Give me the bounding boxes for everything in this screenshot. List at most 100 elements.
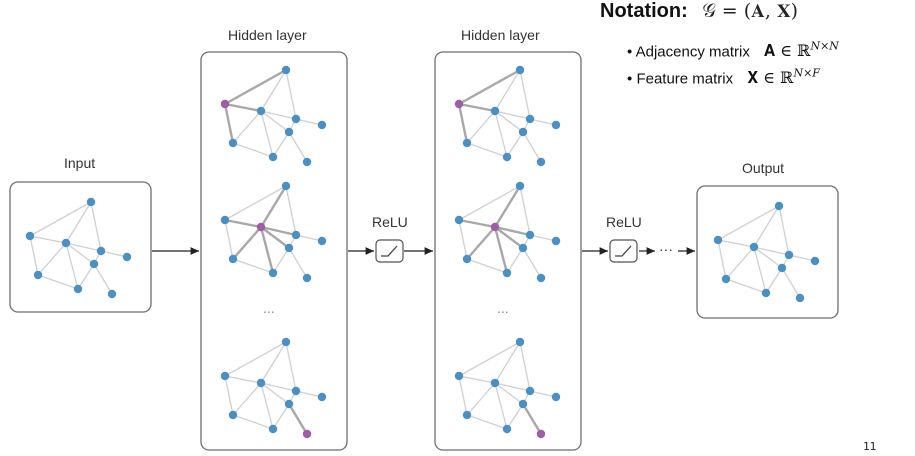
graph-edge xyxy=(272,403,290,430)
graph-edge xyxy=(494,341,521,384)
highlighted-edge xyxy=(493,226,509,274)
graph-edge xyxy=(272,247,290,274)
graph-edge xyxy=(466,414,508,430)
graph-node xyxy=(107,289,117,299)
hidden1-graph-middle xyxy=(220,181,327,283)
highlighted-node xyxy=(536,429,546,439)
graph-node xyxy=(268,152,278,162)
graph-node xyxy=(291,114,301,124)
highlighted-edge xyxy=(224,102,262,113)
graph-node xyxy=(784,250,794,260)
graph-node xyxy=(536,273,546,283)
graph-edge xyxy=(529,390,557,398)
hidden2-graph-top xyxy=(454,65,561,167)
graph-edge xyxy=(765,267,783,294)
graph-edge xyxy=(232,142,274,158)
highlighted-node xyxy=(256,222,266,232)
graph-node xyxy=(86,197,96,207)
graph-node xyxy=(536,157,546,167)
graph-node xyxy=(220,215,230,225)
hidden-layer-1-panel xyxy=(200,51,348,451)
graph-edge xyxy=(529,118,557,126)
highlighted-node xyxy=(220,99,230,109)
highlighted-edge xyxy=(223,103,235,144)
graph-node xyxy=(761,288,771,298)
graph-edge xyxy=(224,341,287,377)
graph-node xyxy=(281,181,291,191)
graph-edge xyxy=(29,235,39,276)
graph-edge xyxy=(260,69,287,112)
graph-node xyxy=(317,392,327,402)
highlighted-node xyxy=(302,429,312,439)
graph-edge xyxy=(458,341,521,377)
highlighted-edge xyxy=(493,185,522,228)
highlighted-edge xyxy=(232,226,262,260)
graph-edge xyxy=(285,341,297,392)
notation-heading: Notation: 𝒢 = (𝐀, 𝐗) xyxy=(600,0,798,23)
notation-item-symbol: 𝐗 ∈ ℝ xyxy=(747,68,794,88)
hidden-layer-2-panel xyxy=(434,51,582,451)
notation-item-feature: • Feature matrix 𝐗 ∈ ℝN×F xyxy=(627,67,820,88)
graph-node xyxy=(502,268,512,278)
graph-definition: 𝒢 = (𝐀, 𝐗) xyxy=(702,0,799,22)
graph-edge xyxy=(295,118,323,126)
input-label: Input xyxy=(64,155,96,171)
bullet-mark: • xyxy=(627,43,633,61)
graph-edge xyxy=(29,235,67,244)
graph-edge xyxy=(65,242,79,290)
output-graph xyxy=(713,201,820,303)
graph-edge xyxy=(753,246,783,269)
graph-edge xyxy=(90,201,102,252)
input-graph xyxy=(25,197,132,299)
graph-edge xyxy=(781,267,801,299)
graph-edge xyxy=(37,274,79,290)
highlighted-edge xyxy=(458,68,521,106)
graph-node xyxy=(256,378,266,388)
output-label: Output xyxy=(742,160,785,176)
graph-edge xyxy=(260,110,297,120)
highlighted-edge xyxy=(287,403,309,435)
hidden1-graph-bottom xyxy=(220,337,327,439)
highlighted-edge xyxy=(259,185,288,228)
graph-node xyxy=(721,274,731,284)
graph-edge xyxy=(65,242,95,265)
highlighted-edge xyxy=(521,403,543,435)
relu-2-label: ReLU xyxy=(606,214,642,230)
graph-node xyxy=(302,157,312,167)
highlighted-edge xyxy=(259,226,275,274)
graph-node xyxy=(515,181,525,191)
graph-edge xyxy=(260,110,274,158)
graph-node xyxy=(268,424,278,434)
highlighted-edge xyxy=(224,218,262,229)
graph-edge xyxy=(288,247,308,279)
highlighted-edge xyxy=(494,225,531,237)
graph-edge xyxy=(288,131,308,163)
graph-node xyxy=(518,243,528,253)
highlighted-edge xyxy=(494,226,524,249)
graph-edge xyxy=(224,185,287,221)
graph-node xyxy=(462,254,472,264)
hidden-1-vertical-ellipsis: ... xyxy=(263,300,275,316)
graph-node xyxy=(515,65,525,75)
highlighted-node xyxy=(490,222,500,232)
graph-node xyxy=(302,273,312,283)
graph-node xyxy=(518,399,528,409)
highlighted-edge xyxy=(458,102,496,113)
graph-node xyxy=(228,410,238,420)
graph-edge xyxy=(494,110,524,133)
graph-edge xyxy=(272,131,290,158)
graph-edge xyxy=(494,382,531,392)
graph-node xyxy=(33,270,43,280)
graph-node xyxy=(96,246,106,256)
graph-node xyxy=(551,236,561,246)
graph-node xyxy=(73,284,83,294)
graph-edge xyxy=(519,341,531,392)
graph-node xyxy=(749,242,759,252)
graph-node xyxy=(256,106,266,116)
graph-node xyxy=(525,114,535,124)
graph-edge xyxy=(260,382,274,430)
graph-node xyxy=(518,127,528,137)
graph-edge xyxy=(224,375,262,384)
graph-edge xyxy=(717,205,780,241)
graph-edge xyxy=(519,69,531,120)
